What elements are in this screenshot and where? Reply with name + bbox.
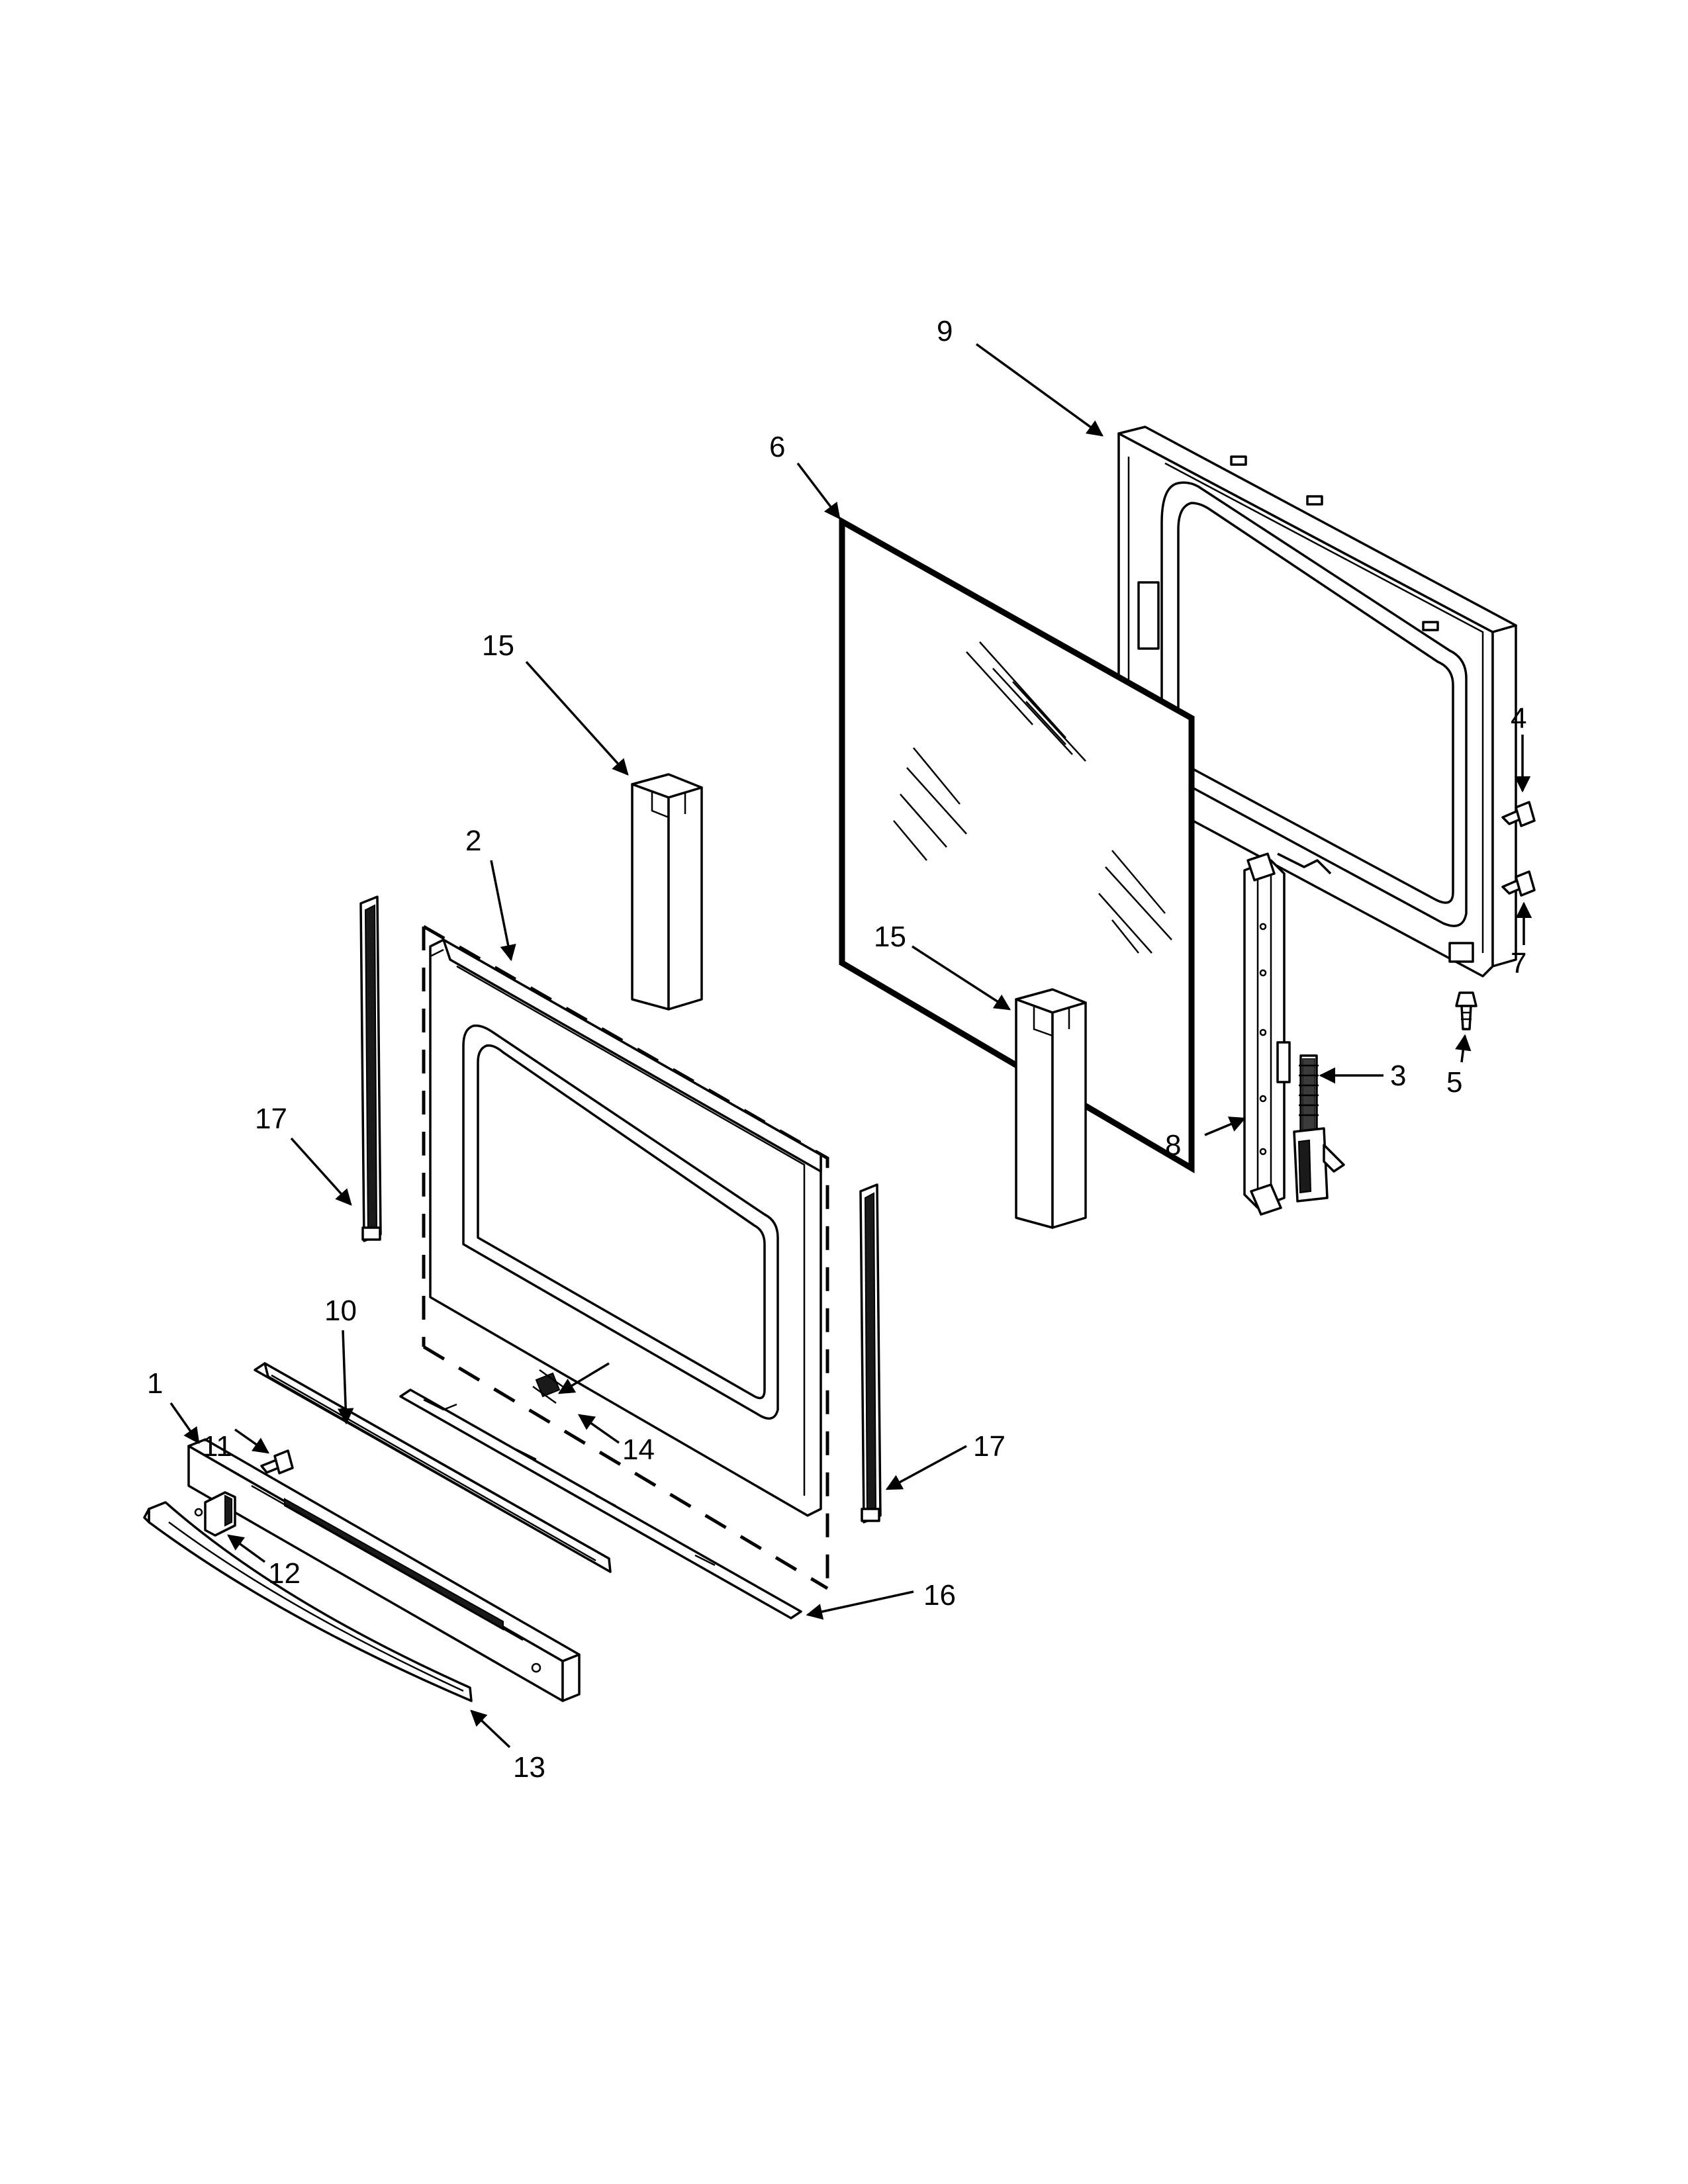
- callout-6: 6: [769, 431, 785, 463]
- part-15-spacer-upper: [631, 773, 703, 1011]
- callout-11: 11: [202, 1430, 232, 1463]
- callout-17a: 17: [255, 1103, 287, 1135]
- callout-4: 4: [1511, 702, 1526, 735]
- part-15-spacer-lower: [1015, 988, 1087, 1229]
- callout-8: 8: [1165, 1129, 1181, 1161]
- callout-5: 5: [1446, 1066, 1462, 1099]
- callout-13: 13: [513, 1751, 545, 1784]
- part-12-end-cap: [194, 1491, 236, 1537]
- callout-15a: 15: [482, 629, 514, 662]
- part-16-lower-bracket: [399, 1388, 802, 1619]
- callout-12: 12: [268, 1557, 301, 1590]
- part-8-hinge: [1243, 852, 1291, 1216]
- leader-lines: [169, 343, 1532, 1749]
- callout-14: 14: [622, 1433, 655, 1466]
- callout-17b: 17: [973, 1430, 1006, 1463]
- part-13-door-handle: [143, 1501, 473, 1702]
- callout-1: 1: [147, 1367, 163, 1400]
- callout-9: 9: [937, 315, 953, 347]
- part-6-inner-glass: [839, 516, 1195, 1173]
- part-2-outer-door-panel: [422, 925, 829, 1590]
- part-3-hinge-receiver: [1293, 1054, 1345, 1203]
- callout-labels: 9 6 15 4 2 15 7 17 3 5 8 10 1 11 14 17 1…: [147, 315, 1526, 1784]
- callout-2: 2: [465, 825, 481, 857]
- callout-15b: 15: [874, 921, 906, 953]
- part-17-side-trim-left: [359, 895, 382, 1242]
- callout-10: 10: [324, 1295, 357, 1327]
- part-1-handle-support: [187, 1438, 581, 1702]
- part-5-screw: [1455, 991, 1477, 1030]
- callout-3: 3: [1390, 1060, 1406, 1092]
- part-11-screw: [260, 1449, 294, 1475]
- part-14-door-clip: [532, 1369, 563, 1404]
- part-17-side-trim-right: [859, 1183, 882, 1524]
- callout-7: 7: [1511, 947, 1526, 979]
- part-7-screw: [1501, 870, 1536, 897]
- callout-16: 16: [923, 1579, 956, 1612]
- part-4-screw: [1501, 801, 1536, 827]
- part-9-inner-door-frame: [1117, 426, 1517, 978]
